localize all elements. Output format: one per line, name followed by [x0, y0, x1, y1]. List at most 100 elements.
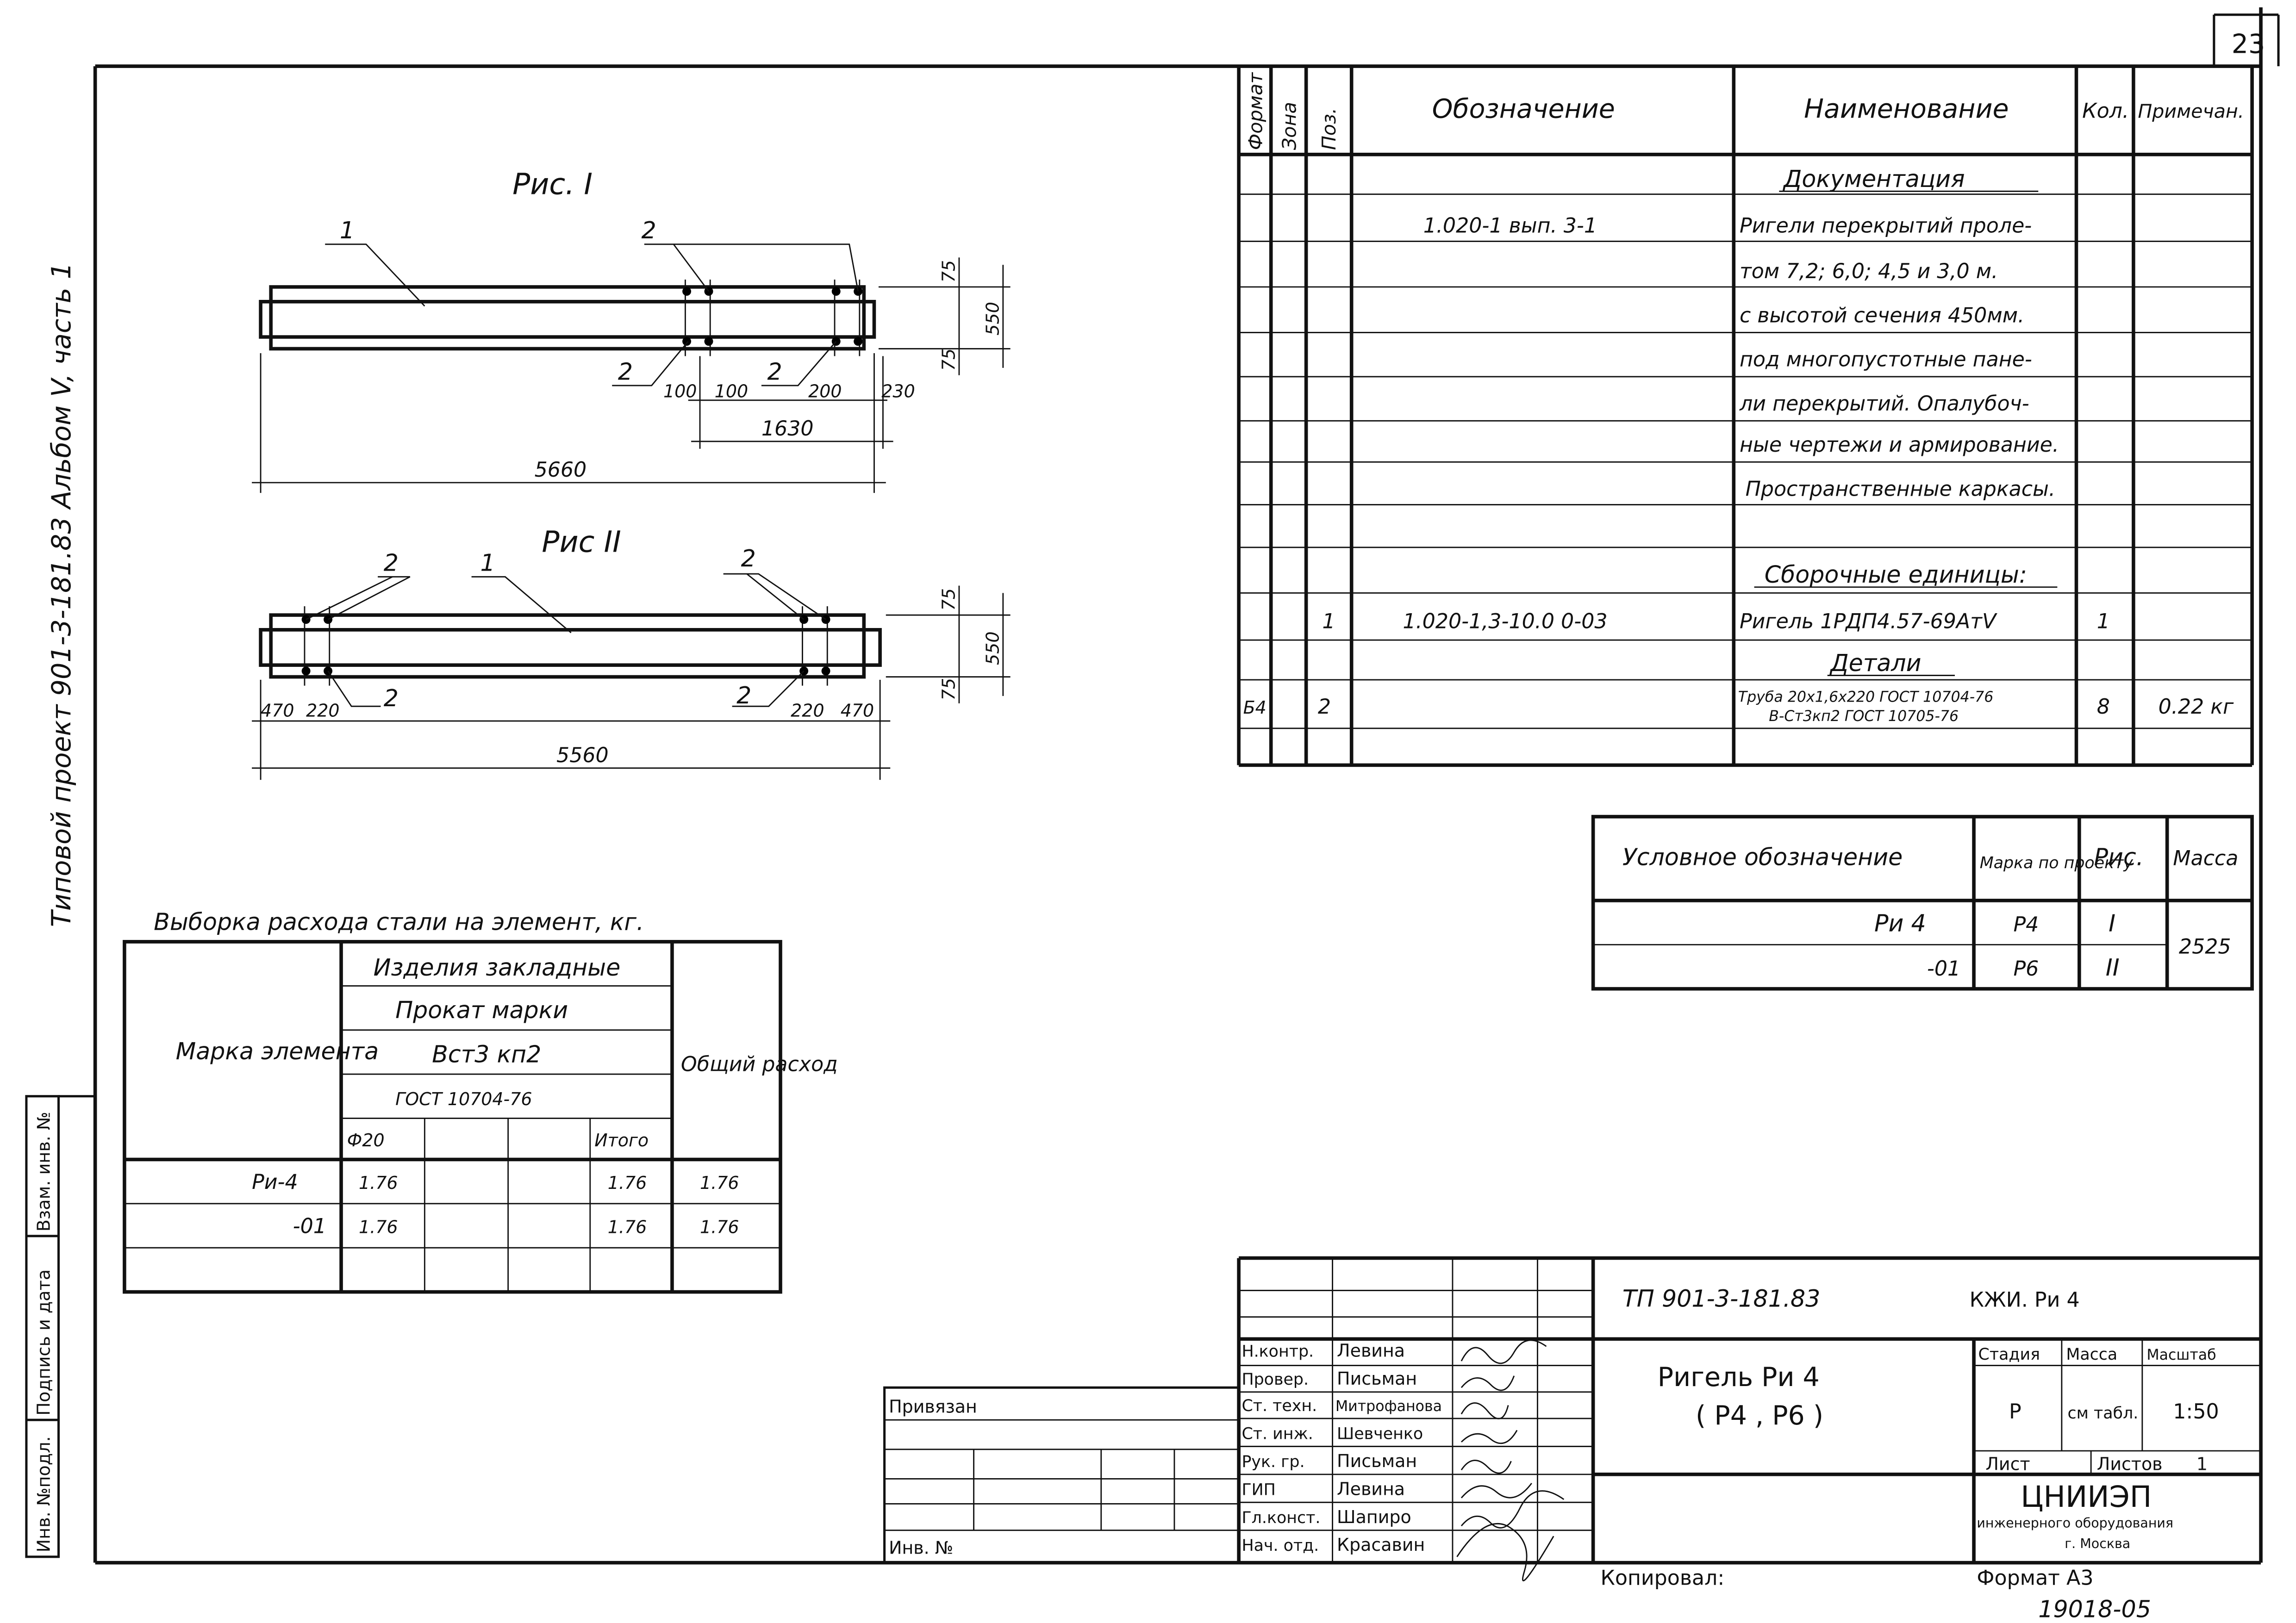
steel-row-mark: Ри-4 [252, 1170, 298, 1194]
spec-row-format: Б4 [1243, 697, 1267, 718]
spec-row-pos: 2 [1318, 695, 1331, 719]
page-number: 23 [2232, 29, 2265, 59]
role: Ст. инж. [1242, 1424, 1313, 1443]
figure-2-dim-t2: 75 [939, 678, 959, 701]
marks-row-designation: Ри 4 [1874, 910, 1926, 937]
bottom-number: 19018-05 [2038, 1595, 2151, 1623]
spec-header-note: Примечан. [2138, 100, 2244, 122]
side-stamp-vzam-inv: Взам. инв. № [34, 1112, 54, 1231]
org-line-2: инженерного оборудования [1977, 1515, 2173, 1530]
steel-header-gost: ГОСТ 10704-76 [395, 1089, 532, 1109]
figure-2-label-2b: 2 [741, 545, 756, 572]
marks-row-fig: II [2106, 954, 2120, 981]
steel-row-f20: 1.76 [359, 1173, 398, 1193]
spec-row-name: Ригели перекрытий проле- [1740, 214, 2032, 237]
spec-row-qty: 1 [2097, 610, 2110, 634]
title-sheet-label: Лист [1985, 1454, 2030, 1474]
spec-header-format: Формат [1245, 72, 1267, 150]
figure-1-dim-length: 5660 [535, 458, 587, 482]
figure-2-dim-b: 220 [306, 700, 339, 721]
steel-row-mark: -01 [293, 1214, 326, 1238]
figure-2-label-2d: 2 [736, 682, 751, 709]
figure-2-label-2c: 2 [384, 684, 399, 712]
spec-row-name: Детали [1829, 649, 1921, 677]
spec-row-name: ли перекрытий. Опалубоч- [1739, 392, 2029, 416]
role: Провер. [1242, 1370, 1309, 1389]
figure-1-label-1: 1 [340, 217, 355, 244]
figure-2-dim-h: 550 [982, 631, 1003, 665]
figure-2-dim-c: 220 [791, 700, 824, 721]
org-line-3: г. Москва [2065, 1536, 2130, 1551]
side-title: Типовой проект 901-3-181.83 Альбом V, ча… [46, 262, 77, 927]
side-stamp-inv-podl: Инв. №подл. [34, 1436, 54, 1552]
steel-row-itogo: 1.76 [608, 1217, 647, 1237]
steel-header-total: Общий расход [681, 1053, 838, 1076]
spec-row-name: Сборочные единицы: [1765, 561, 2027, 588]
figure-2-label-2a: 2 [384, 549, 399, 577]
title-project: ТП 901-3-181.83 [1622, 1285, 1820, 1312]
title-mass-label: Масса [2066, 1345, 2117, 1364]
steel-table: Выборка расхода стали на элемент, кг. Ма… [123, 908, 838, 1294]
spec-row-name: Ригель 1РДП4.57-69АтV [1740, 610, 1997, 634]
figure-1-dim-b: 100 [715, 381, 748, 401]
marks-row-designation: -01 [1927, 957, 1960, 981]
format-label: Формат А3 [1977, 1566, 2093, 1590]
marks-row-fig: I [2109, 910, 2115, 937]
role: Нач. отд. [1242, 1536, 1319, 1555]
figure-2-label-1: 1 [480, 549, 495, 577]
title-stage: Р [2009, 1400, 2021, 1424]
steel-subheader: Ф20 [347, 1130, 385, 1150]
spec-row-name: Труба 20х1,6х220 ГОСТ 10704-76 [1738, 689, 1994, 706]
title-marks: ( Р4 , Р6 ) [1696, 1400, 1823, 1431]
spec-row-name2: В-Ст3кп2 ГОСТ 10705-76 [1769, 708, 1959, 725]
marks-header-fig: Рис. [2094, 843, 2143, 871]
steel-title: Выборка расхода стали на элемент, кг. [154, 908, 644, 935]
title-scale: 1:50 [2173, 1400, 2219, 1424]
steel-header-steel: Вст3 кп2 [432, 1040, 541, 1068]
side-stamp: Инв. №подл. Подпись и дата Взам. инв. № [25, 1095, 95, 1558]
figure-2-dim-a: 470 [261, 700, 294, 721]
title-stage-label: Стадия [1978, 1345, 2040, 1364]
role: Гл.конст. [1242, 1509, 1320, 1527]
spec-header-name: Наименование [1804, 93, 2009, 124]
figure-1-dim-t1: 75 [939, 260, 959, 283]
role-name: Митрофанова [1335, 1398, 1442, 1415]
signatures [1456, 1339, 1565, 1581]
steel-row-itogo: 1.76 [608, 1173, 647, 1193]
figure-1-dim-a: 100 [663, 381, 697, 401]
role-name: Шапиро [1337, 1507, 1411, 1527]
role: Н.контр. [1242, 1342, 1314, 1361]
figure-2-dim-length: 5560 [556, 744, 609, 767]
spec-row-name: Документация [1783, 165, 1965, 193]
title-name: Ригель Ри 4 [1658, 1362, 1820, 1393]
side-stamp-signature-date: Подпись и дата [34, 1269, 54, 1416]
spec-row-name: Пространственные каркасы. [1746, 477, 2055, 501]
marks-header-mass: Масса [2173, 846, 2238, 870]
steel-header-group: Изделия закладные [374, 954, 621, 981]
inv-no-label: Инв. № [889, 1537, 953, 1558]
privyazan-label: Привязан [889, 1396, 977, 1417]
spec-row-name: с высотой сечения 450мм. [1740, 304, 2024, 327]
title-mass: см табл. [2068, 1404, 2139, 1423]
steel-header-prokat: Прокат марки [395, 996, 568, 1024]
title-block: ТП 901-3-181.83 КЖИ. Ри 4 Ригель Ри 4 ( … [883, 1256, 2261, 1623]
figure-1-dim-t2: 75 [939, 348, 959, 371]
steel-header-mark: Марка элемента [176, 1038, 379, 1065]
org-name: ЦНИИЭП [2021, 1480, 2152, 1514]
figure-1-label-2a: 2 [642, 217, 656, 244]
figure-2: Рис II 2 1 2 2 2 5560 470 220 220 470 [252, 524, 1011, 780]
spec-row-name: том 7,2; 6,0; 4,5 и 3,0 м. [1740, 260, 1998, 283]
figure-1: Рис. I 1 2 2 2 5660 1630 [252, 167, 1011, 493]
role: ГИП [1242, 1480, 1275, 1499]
title-sheets-label: Листов [2097, 1454, 2163, 1474]
spec-header-qty: Кол. [2082, 99, 2129, 123]
spec-header-designation: Обозначение [1432, 93, 1615, 124]
role-name: Письман [1337, 1451, 1417, 1471]
marks-header-designation: Условное обозначение [1622, 843, 1903, 871]
title-code: КЖИ. Ри 4 [1970, 1288, 2080, 1312]
figure-1-label-2b: 2 [618, 358, 633, 385]
spec-row-pos: 1 [1322, 610, 1335, 634]
role-name: Красавин [1337, 1535, 1425, 1555]
marks-row-mark: Р6 [2013, 957, 2039, 981]
figure-2-dim-d: 470 [841, 700, 874, 721]
